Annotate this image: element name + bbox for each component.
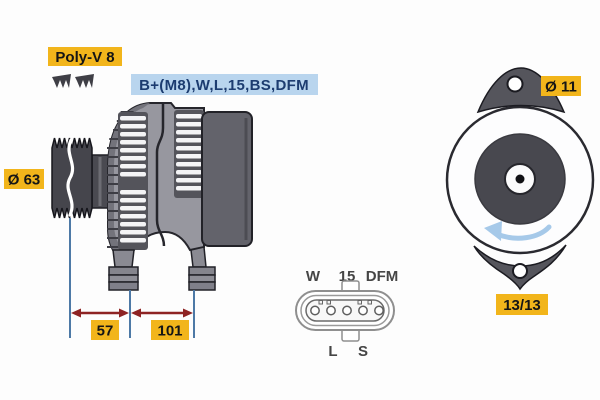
connector-key-notches xyxy=(318,300,372,305)
connector-pins xyxy=(310,305,384,316)
front-housing-ribs xyxy=(107,111,134,248)
vent-slot xyxy=(120,198,146,203)
vent-slot xyxy=(176,162,202,167)
connector-pin xyxy=(358,305,368,316)
vent-slot xyxy=(176,146,202,151)
shaft-center-dot xyxy=(515,174,525,184)
bottom-mounting-hole xyxy=(512,263,528,279)
dimension-label-101: 101 xyxy=(151,320,189,340)
pulley-ratio-label: 13/13 xyxy=(496,294,548,315)
vent-slot xyxy=(120,214,146,219)
dimension-arrow-101 xyxy=(131,308,193,318)
rotation-arrow-icon xyxy=(484,221,552,241)
svg-text:Ø 11: Ø 11 xyxy=(545,79,577,96)
svg-text:13/13: 13/13 xyxy=(503,297,541,314)
rear-mounting-foot xyxy=(188,246,216,291)
top-mounting-hole xyxy=(506,75,524,93)
vent-slot xyxy=(176,122,202,127)
vent-slot xyxy=(120,222,146,227)
vent-slot xyxy=(176,130,202,135)
vent-slot xyxy=(120,238,146,243)
hole-diameter-label: Ø 11 xyxy=(541,76,581,96)
vent-slot xyxy=(176,186,202,191)
pulley-diameter-label: Ø 63 xyxy=(4,169,44,189)
connector-pinout: W 15 DFM L S xyxy=(295,268,399,360)
connector-label-s: S xyxy=(358,343,368,360)
front-mounting-foot xyxy=(108,249,139,291)
pulley-break-line xyxy=(66,138,75,217)
vent-slot xyxy=(120,116,146,121)
poly-v-pulley xyxy=(51,137,93,219)
connector-label-w: W xyxy=(306,268,321,285)
connector-pin xyxy=(374,305,384,316)
dimensioning: 57 101 xyxy=(69,218,195,340)
rear-view: Ø 11 13/13 xyxy=(445,67,595,315)
vent-slot xyxy=(176,170,202,175)
connector-label-dfm: DFM xyxy=(366,268,399,285)
vent-slot xyxy=(120,140,146,145)
housing-parting-line xyxy=(155,103,166,247)
vent-slot xyxy=(120,206,146,211)
vent-slot xyxy=(176,114,202,119)
connector-pin xyxy=(310,305,320,316)
vent-slot xyxy=(120,132,146,137)
vent-slot xyxy=(176,178,202,183)
vent-slots-front xyxy=(120,116,146,243)
belt-type-label: Poly-V 8 xyxy=(48,47,122,66)
terminals-label: B+(M8),W,L,15,BS,DFM xyxy=(131,74,318,95)
connector-pin xyxy=(342,305,352,316)
vent-slot xyxy=(176,138,202,143)
vent-slot xyxy=(120,172,146,177)
svg-text:Ø 63: Ø 63 xyxy=(8,172,41,189)
vent-slot xyxy=(120,230,146,235)
rear-cover-block xyxy=(201,111,253,247)
svg-text:57: 57 xyxy=(97,323,114,340)
svg-text:101: 101 xyxy=(157,323,182,340)
svg-text:B+(M8),W,L,15,BS,DFM: B+(M8),W,L,15,BS,DFM xyxy=(139,77,309,94)
connector-mid-shell xyxy=(300,294,390,327)
dimension-arrow-57 xyxy=(71,308,129,318)
vent-slot xyxy=(120,156,146,161)
svg-text:Poly-V 8: Poly-V 8 xyxy=(55,49,114,66)
dimension-label-57: 57 xyxy=(91,320,119,340)
vent-slot xyxy=(120,148,146,153)
vent-slots-rear xyxy=(176,114,202,191)
side-view xyxy=(51,102,253,291)
vent-slot xyxy=(120,190,146,195)
belt-profile-icon xyxy=(52,74,94,88)
vent-slot xyxy=(120,164,146,169)
connector-label-l: L xyxy=(328,343,337,360)
vent-slot xyxy=(176,154,202,159)
connector-pin xyxy=(326,305,336,316)
vent-slot xyxy=(120,124,146,129)
